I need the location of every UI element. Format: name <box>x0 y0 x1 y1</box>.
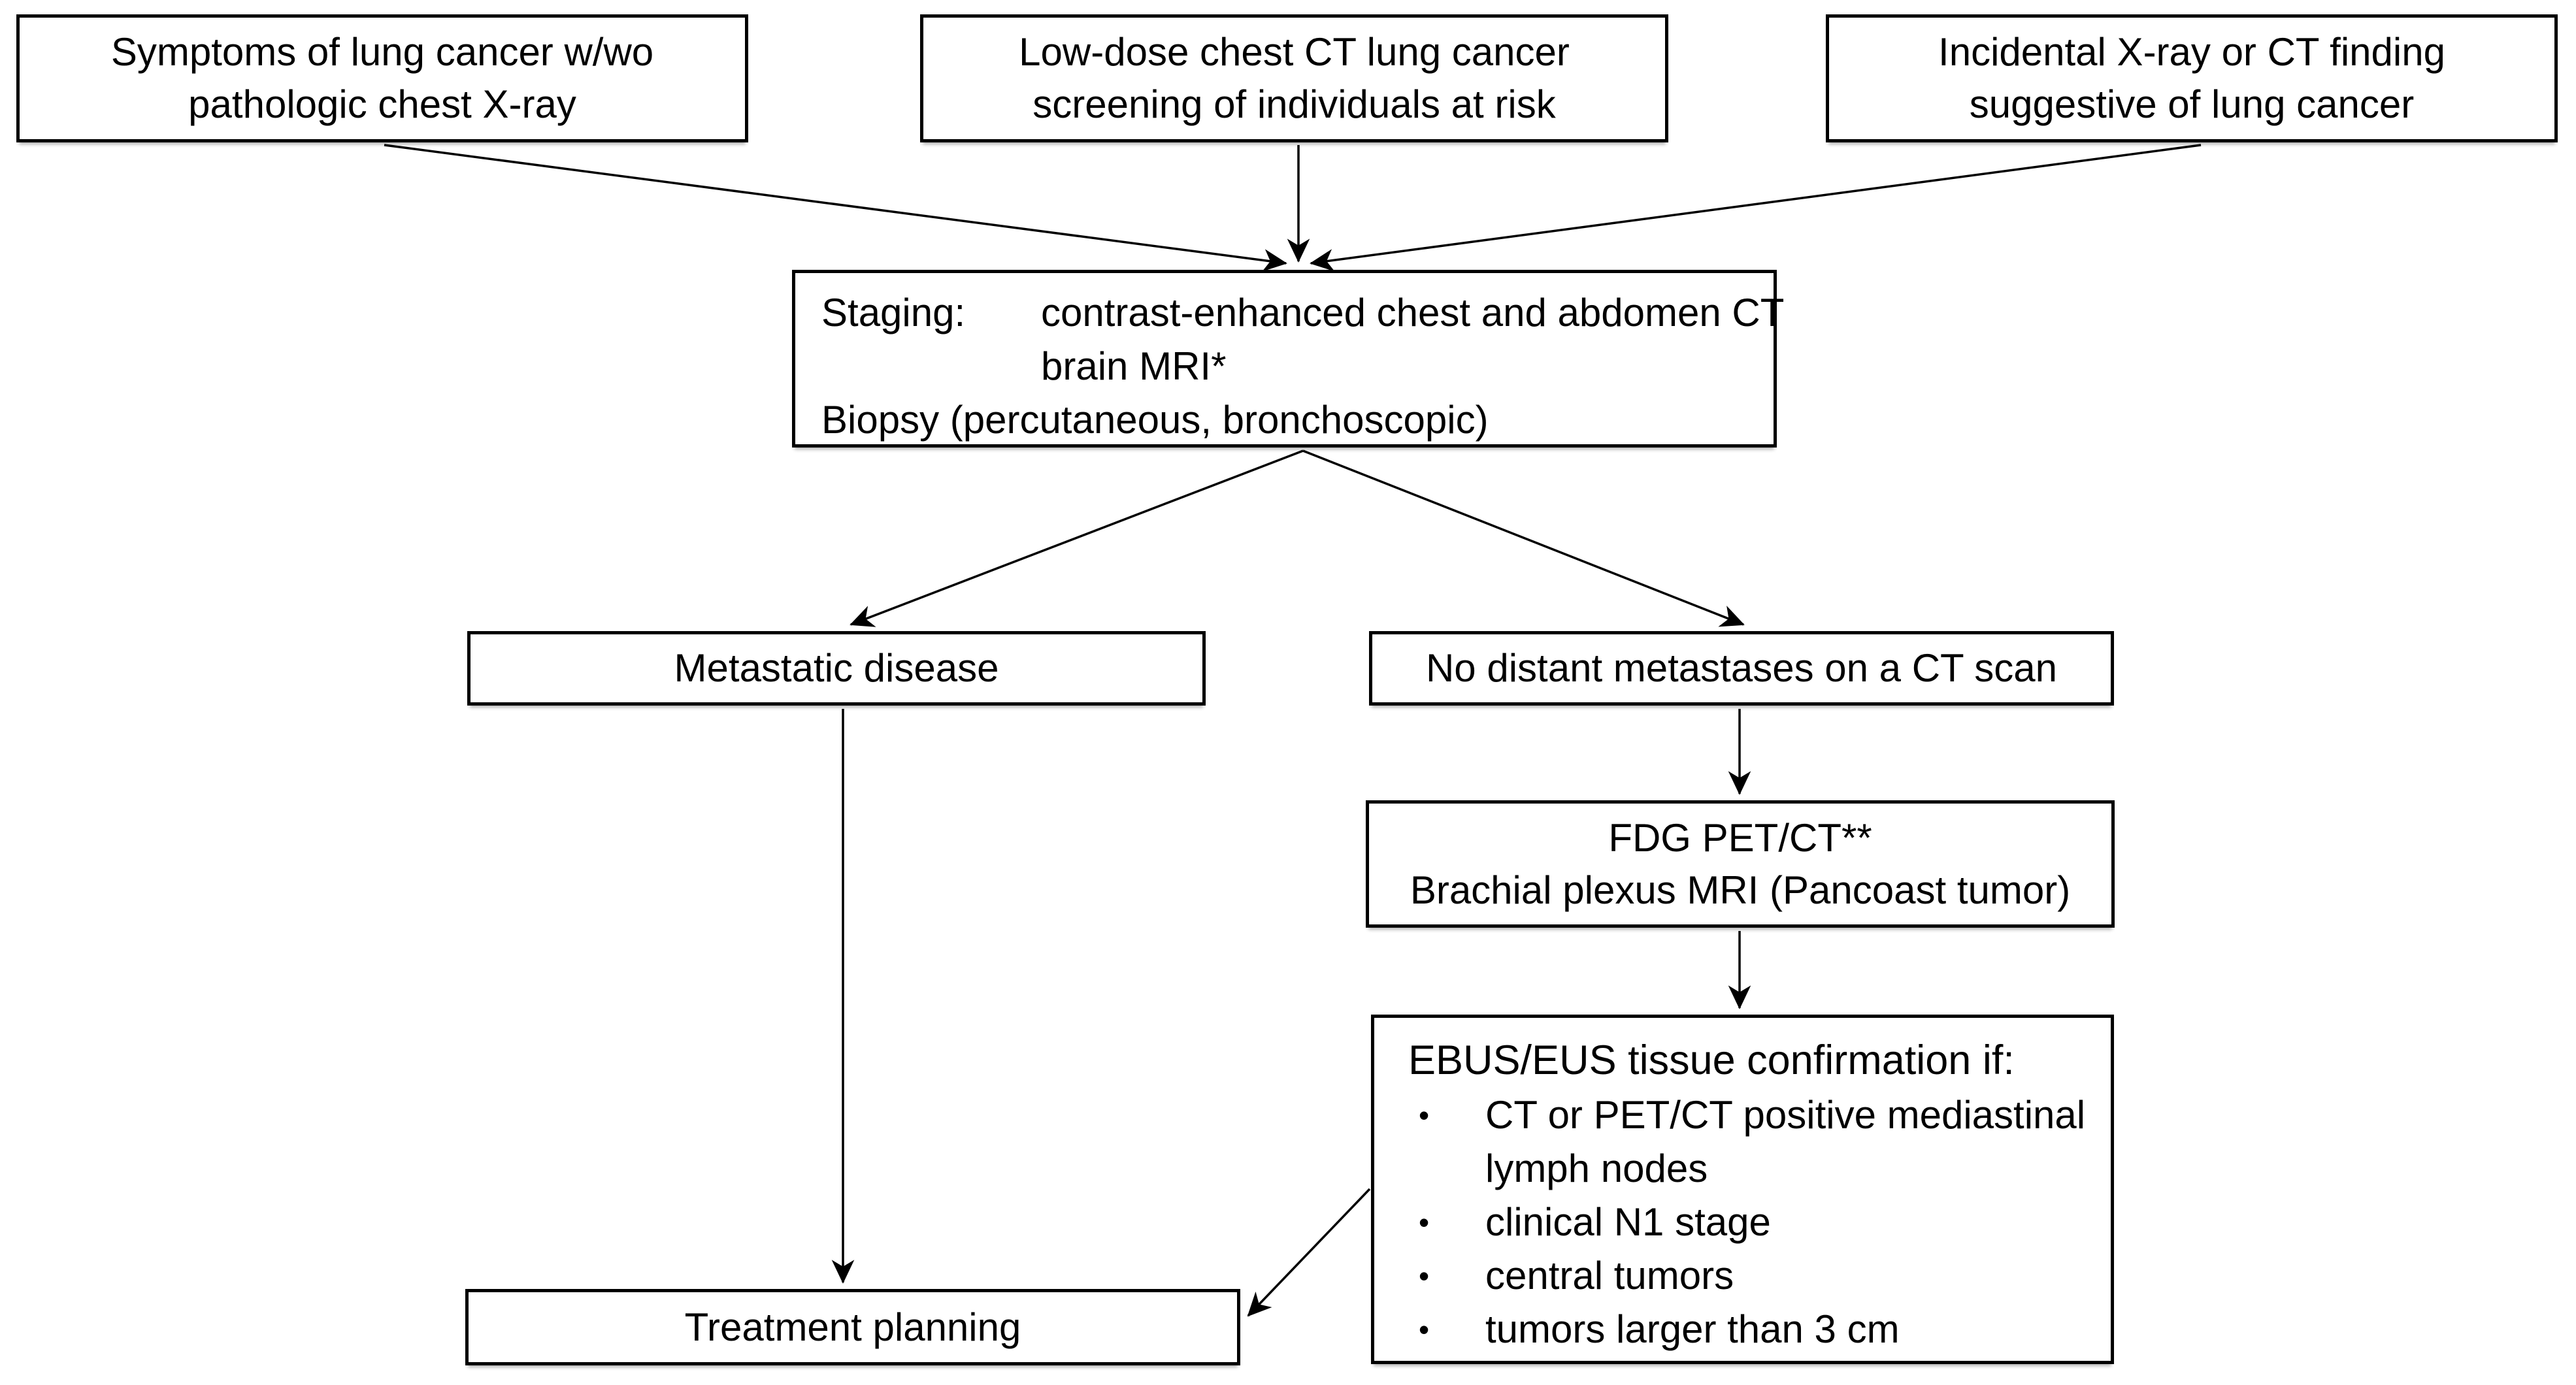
bullet-icon: • <box>1419 1205 1430 1239</box>
node-text-line: Symptoms of lung cancer w/wo <box>110 30 654 74</box>
node-text-line: Metastatic disease <box>674 646 999 690</box>
staging-label: Staging: <box>821 291 966 334</box>
edge-symptoms-to-staging <box>384 144 1287 272</box>
bullet-icon: • <box>1419 1098 1430 1132</box>
node-incidental-finding: Incidental X-ray or CT finding suggestiv… <box>1826 14 2558 142</box>
node-text-line: screening of individuals at risk <box>1032 82 1556 126</box>
edge-ebus-to-treatment <box>1247 1188 1371 1317</box>
node-staging-workup: Staging: contrast-enhanced chest and abd… <box>792 270 1784 448</box>
node-fdg-pet-ct: FDG PET/CT** Brachial plexus MRI (Pancoa… <box>1366 800 2115 928</box>
node-symptoms-of-lung-cancer: Symptoms of lung cancer w/wo pathologic … <box>16 14 748 142</box>
node-text-line: suggestive of lung cancer <box>1969 82 2415 126</box>
bullet-icon: • <box>1419 1259 1430 1293</box>
node-text-line: Incidental X-ray or CT finding <box>1938 30 2445 74</box>
node-text-line: pathologic chest X-ray <box>188 82 576 126</box>
edge-incidental-to-staging <box>1310 144 2202 272</box>
node-treatment-planning: Treatment planning <box>465 1289 1240 1365</box>
node-ebus-eus-confirmation: EBUS/EUS tissue confirmation if: • CT or… <box>1371 1015 2114 1364</box>
edge-staging-to-metastatic <box>850 449 1304 627</box>
bullet-text: central tumors <box>1485 1254 1734 1297</box>
bullet-item: • clinical N1 stage <box>1408 1196 2098 1249</box>
node-metastatic-disease: Metastatic disease <box>467 631 1206 706</box>
edge-staging-to-no_distant <box>1302 449 1745 627</box>
node-text-line: Brachial plexus MRI (Pancoast tumor) <box>1410 868 2071 912</box>
bullet-text: tumors larger than 3 cm <box>1485 1307 1900 1351</box>
node-no-distant-metastases: No distant metastases on a CT scan <box>1369 631 2114 706</box>
bullet-item: • central tumors <box>1408 1249 2098 1303</box>
bullet-icon: • <box>1419 1312 1430 1346</box>
bullet-item: • tumors larger than 3 cm <box>1408 1303 2098 1356</box>
bullet-text: clinical N1 stage <box>1485 1200 1771 1244</box>
node-text-line: contrast-enhanced chest and abdomen CT <box>1041 291 1785 334</box>
node-text-line: Biopsy (percutaneous, bronchoscopic) <box>821 398 1489 442</box>
ebus-title: EBUS/EUS tissue confirmation if: <box>1408 1037 2015 1083</box>
node-low-dose-ct-screening: Low-dose chest CT lung cancer screening … <box>920 14 1668 142</box>
node-text-line: Treatment planning <box>684 1305 1021 1349</box>
node-text-line: No distant metastases on a CT scan <box>1425 646 2058 690</box>
bullet-item: • CT or PET/CT positive mediastinal lymp… <box>1408 1088 2098 1196</box>
node-text-line: brain MRI* <box>1041 344 1227 388</box>
node-text-line: Low-dose chest CT lung cancer <box>1019 30 1570 74</box>
bullet-text: CT or PET/CT positive mediastinal lymph … <box>1485 1093 2086 1190</box>
node-text-line: FDG PET/CT** <box>1608 815 1872 860</box>
